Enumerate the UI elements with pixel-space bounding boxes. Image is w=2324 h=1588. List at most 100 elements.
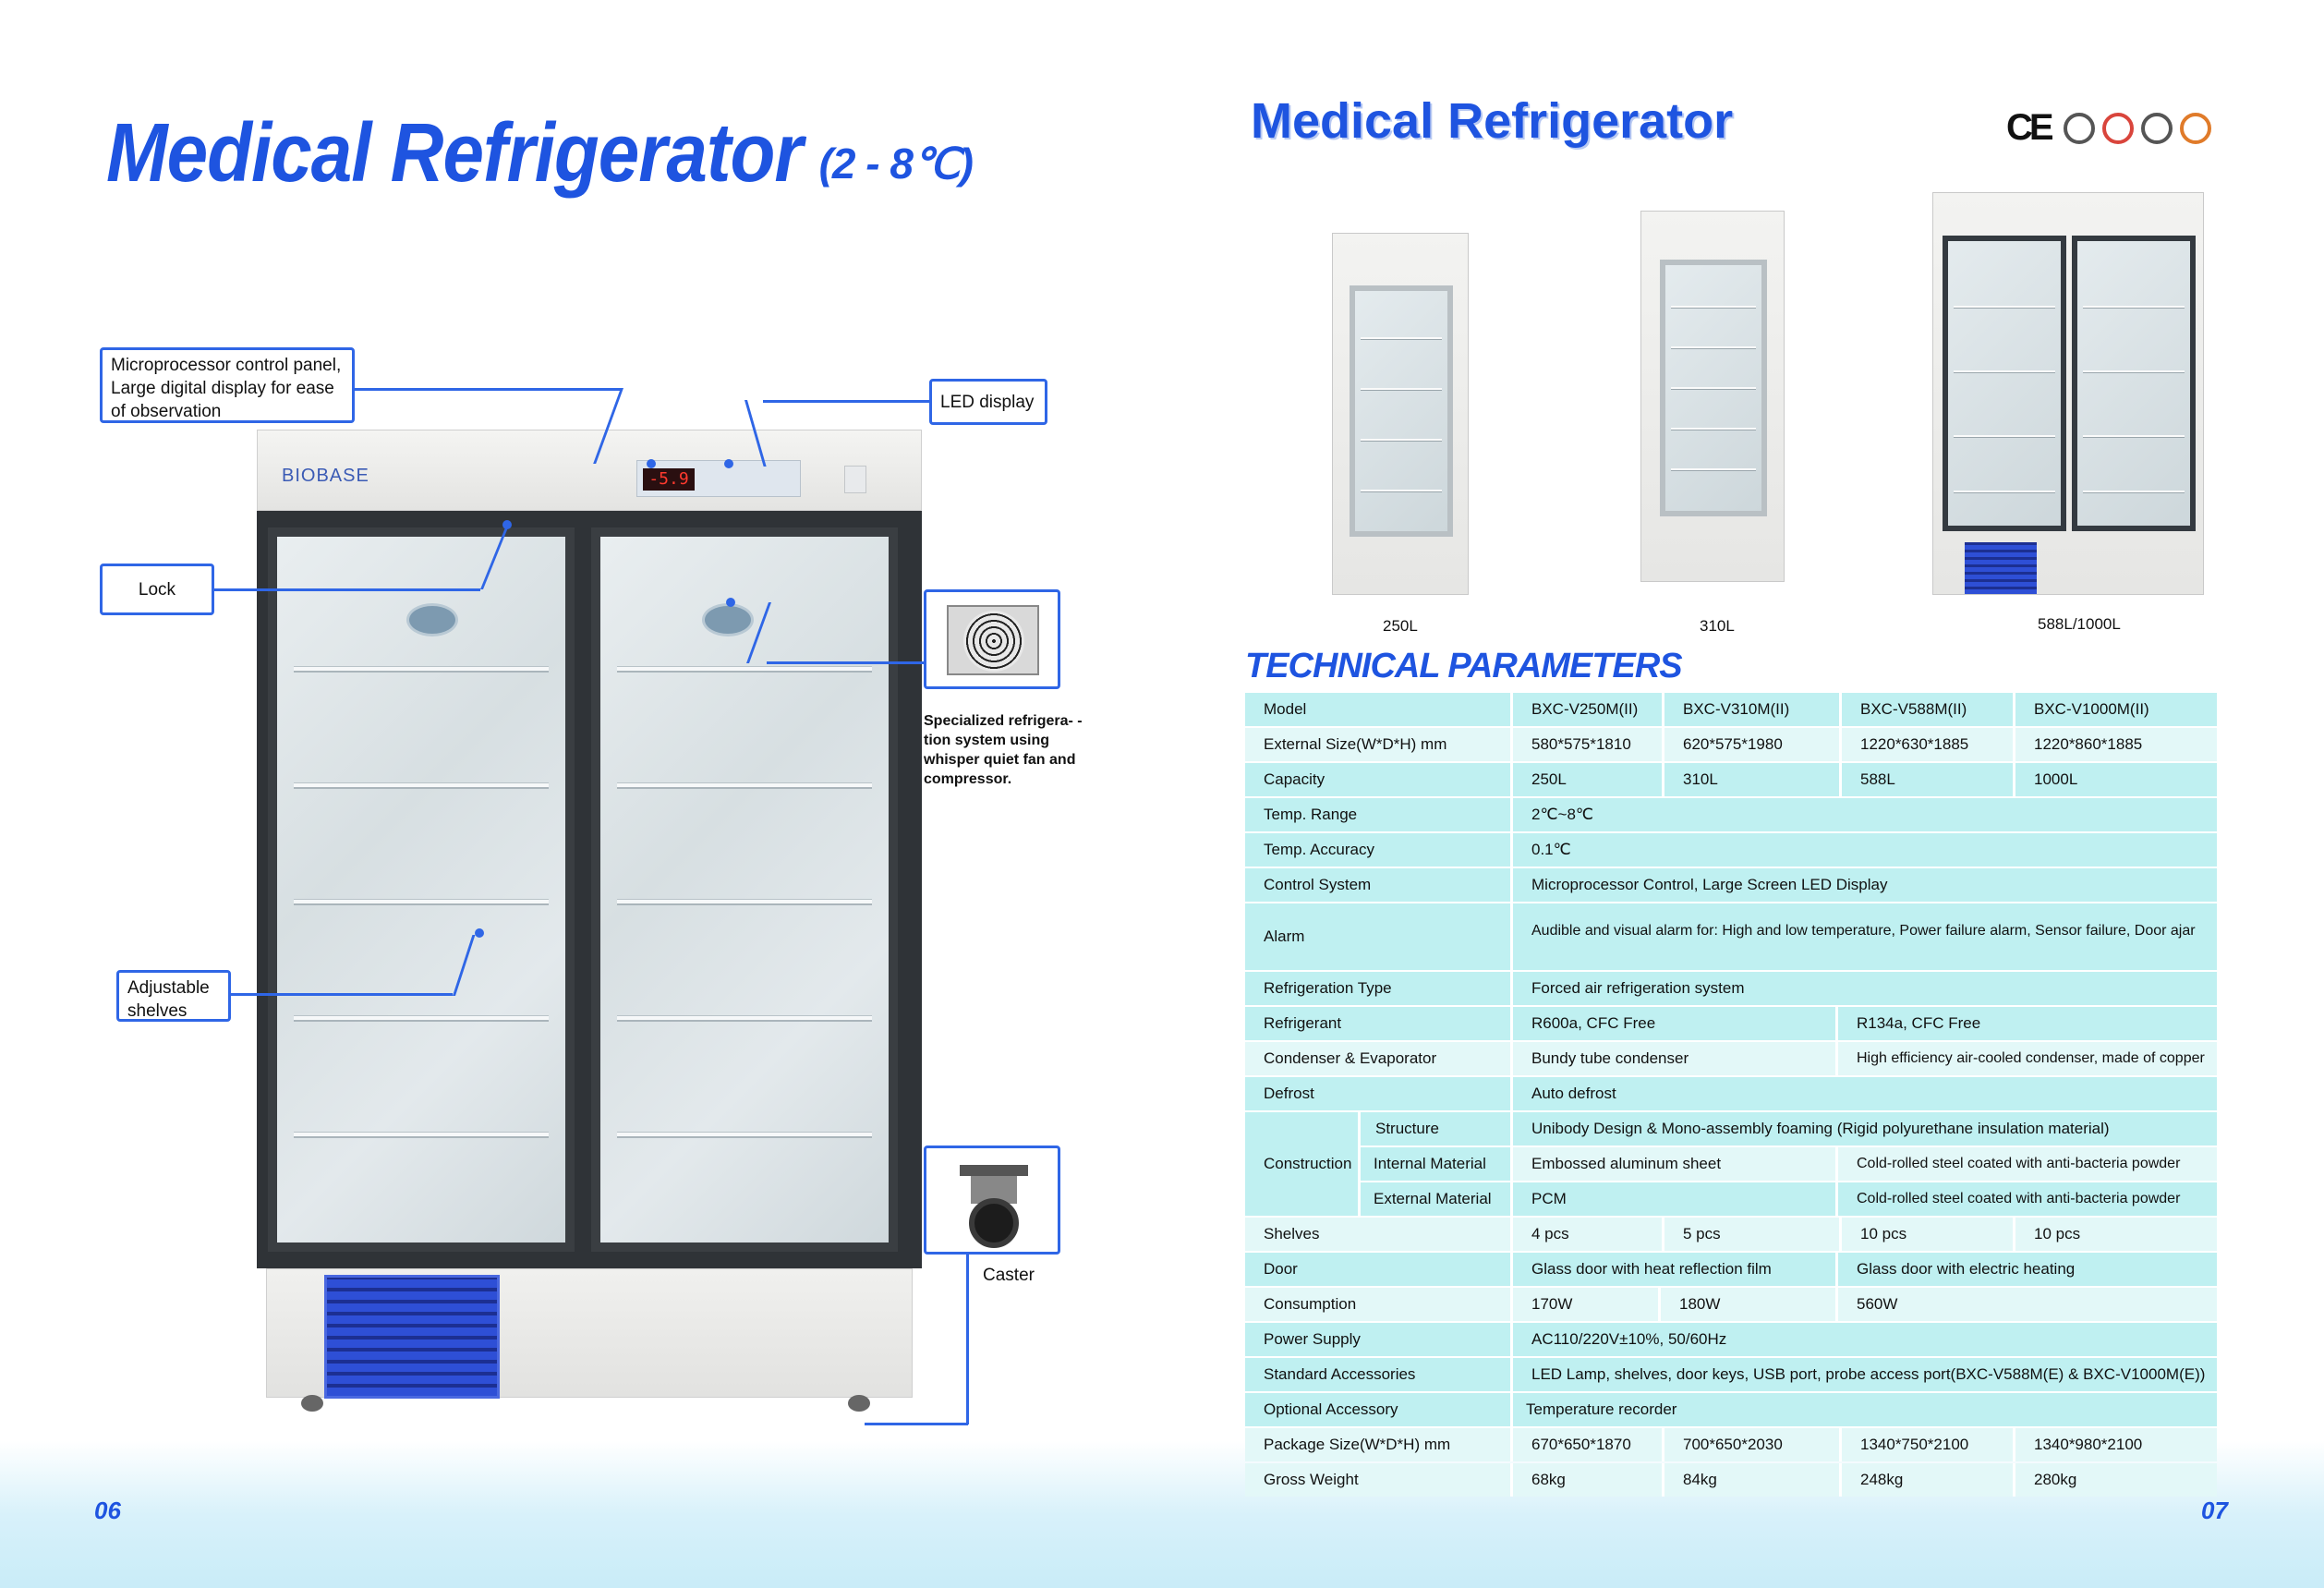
table-row: Optional Accessory Temperature recorder xyxy=(1245,1393,2217,1426)
table-cell: Auto defrost xyxy=(1510,1077,2217,1110)
leader-line xyxy=(231,993,453,996)
fridge-control-panel: -5.9 xyxy=(636,460,801,497)
fridge-shelf xyxy=(294,1132,549,1138)
table-row: Defrost Auto defrost xyxy=(1245,1077,2217,1110)
table-cell: 250L xyxy=(1510,763,1662,796)
iso-13485-seal-icon xyxy=(2140,112,2173,144)
leader-line xyxy=(767,661,926,664)
table-cell-label: Shelves xyxy=(1264,1225,1320,1243)
table-cell: BXC-V588M(II) xyxy=(1839,693,2013,726)
table-row: Temp. Accuracy 0.1℃ xyxy=(1245,833,2217,867)
caster-wheel-icon xyxy=(952,1165,1035,1257)
table-row: Control System Microprocessor Control, L… xyxy=(1245,868,2217,902)
leader-dot xyxy=(502,520,512,529)
refrigerator-illustration: BIOBASE -5.9 xyxy=(257,430,922,1412)
table-cell: BXC-V1000M(II) xyxy=(2013,693,2217,726)
table-cell: 180W xyxy=(1658,1288,1835,1321)
leader-dot xyxy=(475,928,484,938)
table-cell: Audible and visual alarm for: High and l… xyxy=(1510,903,2217,970)
table-cell: 68kg xyxy=(1510,1463,1662,1497)
table-cell-label: Control System xyxy=(1264,876,1372,894)
leader-line xyxy=(865,1423,968,1425)
product-label-588l-1000l: 588L/1000L xyxy=(2038,615,2121,633)
table-cell: High efficiency air-cooled condenser, ma… xyxy=(1835,1042,2217,1075)
table-cell-label: Gross Weight xyxy=(1264,1471,1359,1489)
table-row-construction: Construction Structure Unibody Design & … xyxy=(1245,1112,2217,1216)
table-cell-label: Capacity xyxy=(1264,770,1325,789)
table-cell-label: External Size(W*D*H) mm xyxy=(1264,735,1447,754)
table-cell: 5 pcs xyxy=(1662,1218,1839,1251)
table-cell: 310L xyxy=(1662,763,1839,796)
table-cell: Microprocessor Control, Large Screen LED… xyxy=(1510,868,2217,902)
table-cell: 248kg xyxy=(1839,1463,2013,1497)
table-cell: Forced air refrigeration system xyxy=(1510,972,2217,1005)
table-cell: 1220*860*1885 xyxy=(2013,728,2217,761)
product-label-250l: 250L xyxy=(1383,617,1418,635)
table-row: Power Supply AC110/220V±10%, 50/60Hz xyxy=(1245,1323,2217,1356)
fridge-right-door xyxy=(591,527,898,1252)
table-cell: 1340*980*2100 xyxy=(2013,1428,2217,1461)
table-cell: 1340*750*2100 xyxy=(1839,1428,2013,1461)
table-cell: LED Lamp, shelves, door keys, USB port, … xyxy=(1510,1358,2217,1391)
table-cell: 1220*630*1885 xyxy=(1839,728,2013,761)
fridge-left-fan-icon xyxy=(406,603,458,636)
product-310l-image xyxy=(1640,211,1785,582)
fridge-shelf xyxy=(617,782,872,789)
fridge-base xyxy=(266,1268,913,1399)
fan-inset xyxy=(924,589,1060,689)
leader-dot xyxy=(724,459,733,468)
table-row: Refrigeration Type Forced air refrigerat… xyxy=(1245,972,2217,1005)
leader-line xyxy=(355,388,623,391)
table-cell: 670*650*1870 xyxy=(1510,1428,1662,1461)
table-row: Shelves 4 pcs 5 pcs 10 pcs 10 pcs xyxy=(1245,1218,2217,1251)
fridge-brand-logo: BIOBASE xyxy=(282,466,369,486)
product-vent-grille xyxy=(1965,542,2037,594)
table-cell: Glass door with electric heating xyxy=(1835,1253,2217,1286)
table-cell: Unibody Design & Mono-assembly foaming (… xyxy=(1510,1112,2217,1146)
technical-parameters-title: TECHNICAL PARAMETERS xyxy=(1245,647,1683,685)
table-cell: R134a, CFC Free xyxy=(1835,1007,2217,1040)
table-row: Temp. Range 2℃~8℃ xyxy=(1245,798,2217,831)
table-cell: AC110/220V±10%, 50/60Hz xyxy=(1510,1323,2217,1356)
table-cell: 580*575*1810 xyxy=(1510,728,1662,761)
table-cell: Cold-rolled steel coated with anti-bacte… xyxy=(1835,1147,2217,1181)
table-cell: 2℃~8℃ xyxy=(1510,798,2217,831)
table-row: Package Size(W*D*H) mm 670*650*1870 700*… xyxy=(1245,1428,2217,1461)
fridge-shelf xyxy=(294,899,549,905)
certification-logos: CE xyxy=(2006,107,2211,149)
fridge-shelf xyxy=(617,1015,872,1022)
table-row: External Size(W*D*H) mm 580*575*1810 620… xyxy=(1245,728,2217,761)
refrigeration-system-note: Specialized refrigera- -tion system usin… xyxy=(924,713,1083,787)
left-title-temp: (2 - 8℃) xyxy=(818,139,974,188)
table-cell: 620*575*1980 xyxy=(1662,728,1839,761)
table-cell-label: Door xyxy=(1264,1260,1298,1279)
fridge-shelf xyxy=(294,666,549,673)
table-cell: 560W xyxy=(1835,1288,2217,1321)
leader-dot xyxy=(647,459,656,468)
table-row: Standard Accessories LED Lamp, shelves, … xyxy=(1245,1358,2217,1391)
fridge-shelf xyxy=(617,666,872,673)
table-cell: 0.1℃ xyxy=(1510,833,2217,867)
left-title-main: Medical Refrigerator xyxy=(106,106,804,200)
table-cell: 1000L xyxy=(2013,763,2217,796)
table-cell-label: Construction xyxy=(1245,1112,1358,1216)
table-cell: 700*650*2030 xyxy=(1662,1428,1839,1461)
table-cell-label: Power Supply xyxy=(1264,1330,1361,1349)
table-cell: BXC-V310M(II) xyxy=(1662,693,1839,726)
table-cell: Cold-rolled steel coated with anti-bacte… xyxy=(1835,1182,2217,1216)
table-cell: 280kg xyxy=(2013,1463,2217,1497)
condenser-fan-icon xyxy=(947,605,1039,675)
table-cell: 84kg xyxy=(1662,1463,1839,1497)
page-number-left: 06 xyxy=(94,1497,121,1524)
table-cell-label: Alarm xyxy=(1264,927,1305,946)
callout-control-panel: Microprocessor control panel, Large digi… xyxy=(100,347,355,423)
table-row: Refrigerant R600a, CFC Free R134a, CFC F… xyxy=(1245,1007,2217,1040)
leader-line xyxy=(214,588,480,591)
table-cell-sublabel: Internal Material xyxy=(1358,1147,1510,1181)
table-row: Consumption 170W 180W 560W xyxy=(1245,1288,2217,1321)
product-250l-image xyxy=(1332,233,1469,595)
table-cell-label: Defrost xyxy=(1264,1085,1314,1103)
table-cell-label: Temp. Range xyxy=(1264,806,1358,824)
table-cell: 10 pcs xyxy=(2013,1218,2217,1251)
caster-inset xyxy=(924,1146,1060,1255)
